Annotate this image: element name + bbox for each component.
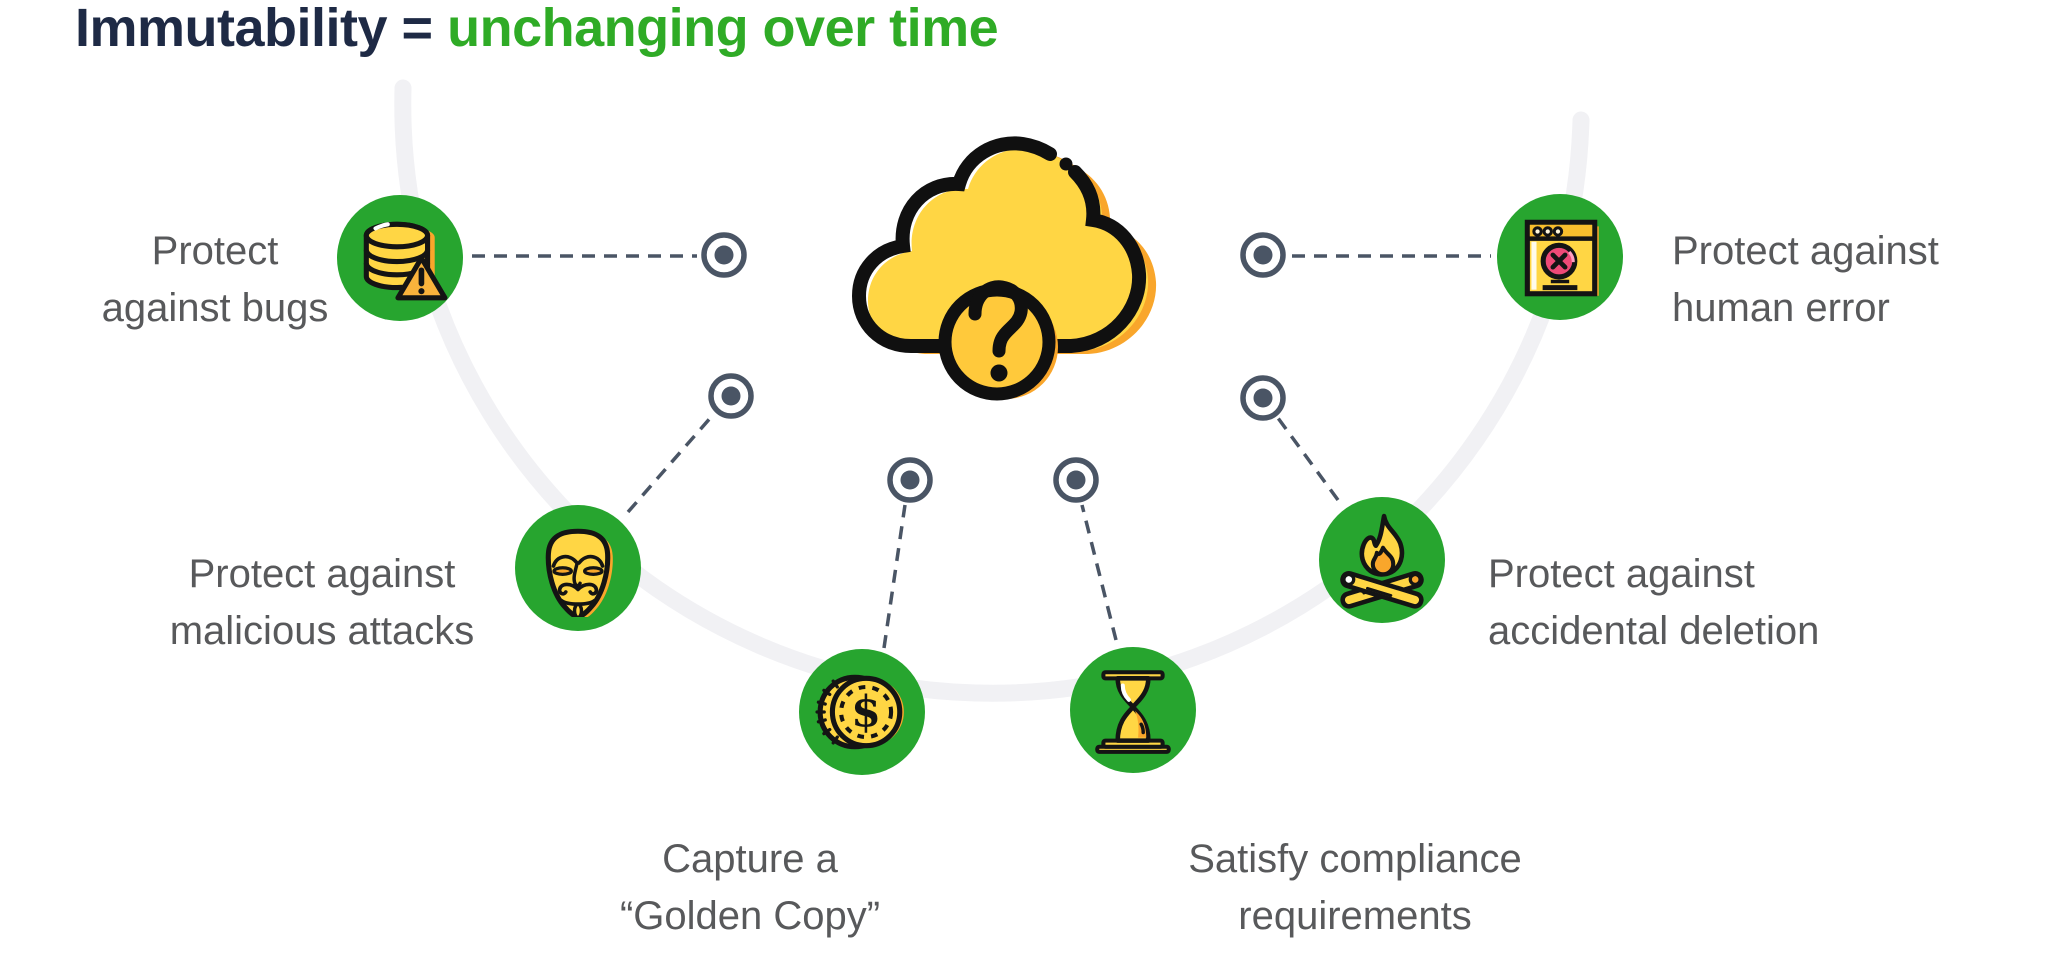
flame-inner xyxy=(1370,545,1396,577)
compliance-label-line1: Satisfy compliance xyxy=(1188,837,1522,881)
connector-malicious-attacks xyxy=(626,414,714,514)
title-prefix: Immutability = xyxy=(75,0,448,58)
node-malicious-attacks xyxy=(708,373,754,419)
node-golden-copy xyxy=(887,457,933,503)
campfire-icon xyxy=(1340,513,1424,609)
accidental-deletion-label-line1: Protect against xyxy=(1488,552,1755,596)
dollar-sign: $ xyxy=(851,687,881,737)
bugs-label-line1: Protect xyxy=(151,229,279,273)
database-warning-icon xyxy=(363,221,448,301)
accidental-deletion-label-line2: accidental deletion xyxy=(1488,609,1820,653)
x-mark xyxy=(1550,252,1568,270)
question-mark xyxy=(968,280,1028,358)
malicious-attacks-label-line2: malicious attacks xyxy=(169,609,475,653)
human-error-label-line2: human error xyxy=(1672,286,1890,330)
log-left xyxy=(1340,571,1424,609)
human-error-label-line1: Protect against xyxy=(1672,229,1939,273)
bugs-label-line2: against bugs xyxy=(101,286,329,330)
node-bugs xyxy=(701,232,747,278)
bugs-label: Protect against bugs xyxy=(45,223,385,337)
node-compliance xyxy=(1053,457,1099,503)
compliance-label-line2: requirements xyxy=(1238,894,1472,938)
golden-copy-badge: $ xyxy=(799,649,925,775)
browser-error-icon xyxy=(1524,219,1599,297)
bugs-badge xyxy=(337,195,463,321)
anonymous-mask-icon xyxy=(545,528,613,617)
background-arc xyxy=(394,79,1590,702)
connector-compliance xyxy=(1080,504,1118,641)
human-error-label: Protect against human error xyxy=(1672,223,2048,337)
malicious-attacks-badge xyxy=(515,505,641,631)
node-accidental-deletion xyxy=(1240,375,1286,421)
question-mark-circle xyxy=(938,280,1058,401)
connector-accidental-deletion xyxy=(1276,416,1340,502)
golden-copy-label-line2: “Golden Copy” xyxy=(619,894,881,938)
node-human-error xyxy=(1240,232,1286,278)
cloud-question-icon xyxy=(851,136,1157,401)
golden-copy-label-line1: Capture a xyxy=(662,837,838,881)
title-highlight: unchanging over time xyxy=(447,0,999,58)
connector-golden-copy xyxy=(882,504,907,649)
compliance-label: Satisfy compliance requirements xyxy=(1155,831,1555,945)
cloud-shape xyxy=(851,136,1157,354)
dollar-coin-icon: $ xyxy=(815,674,904,750)
golden-copy-label: Capture a “Golden Copy” xyxy=(550,831,950,945)
malicious-attacks-label: Protect against malicious attacks xyxy=(122,546,522,660)
compliance-badge xyxy=(1070,647,1196,773)
accidental-deletion-label: Protect against accidental deletion xyxy=(1488,546,1928,660)
hourglass-icon xyxy=(1095,670,1171,754)
malicious-attacks-label-line1: Protect against xyxy=(188,552,456,596)
page-title: Immutability = unchanging over time xyxy=(75,0,999,60)
accidental-deletion-badge xyxy=(1319,497,1445,623)
human-error-badge xyxy=(1497,194,1623,320)
